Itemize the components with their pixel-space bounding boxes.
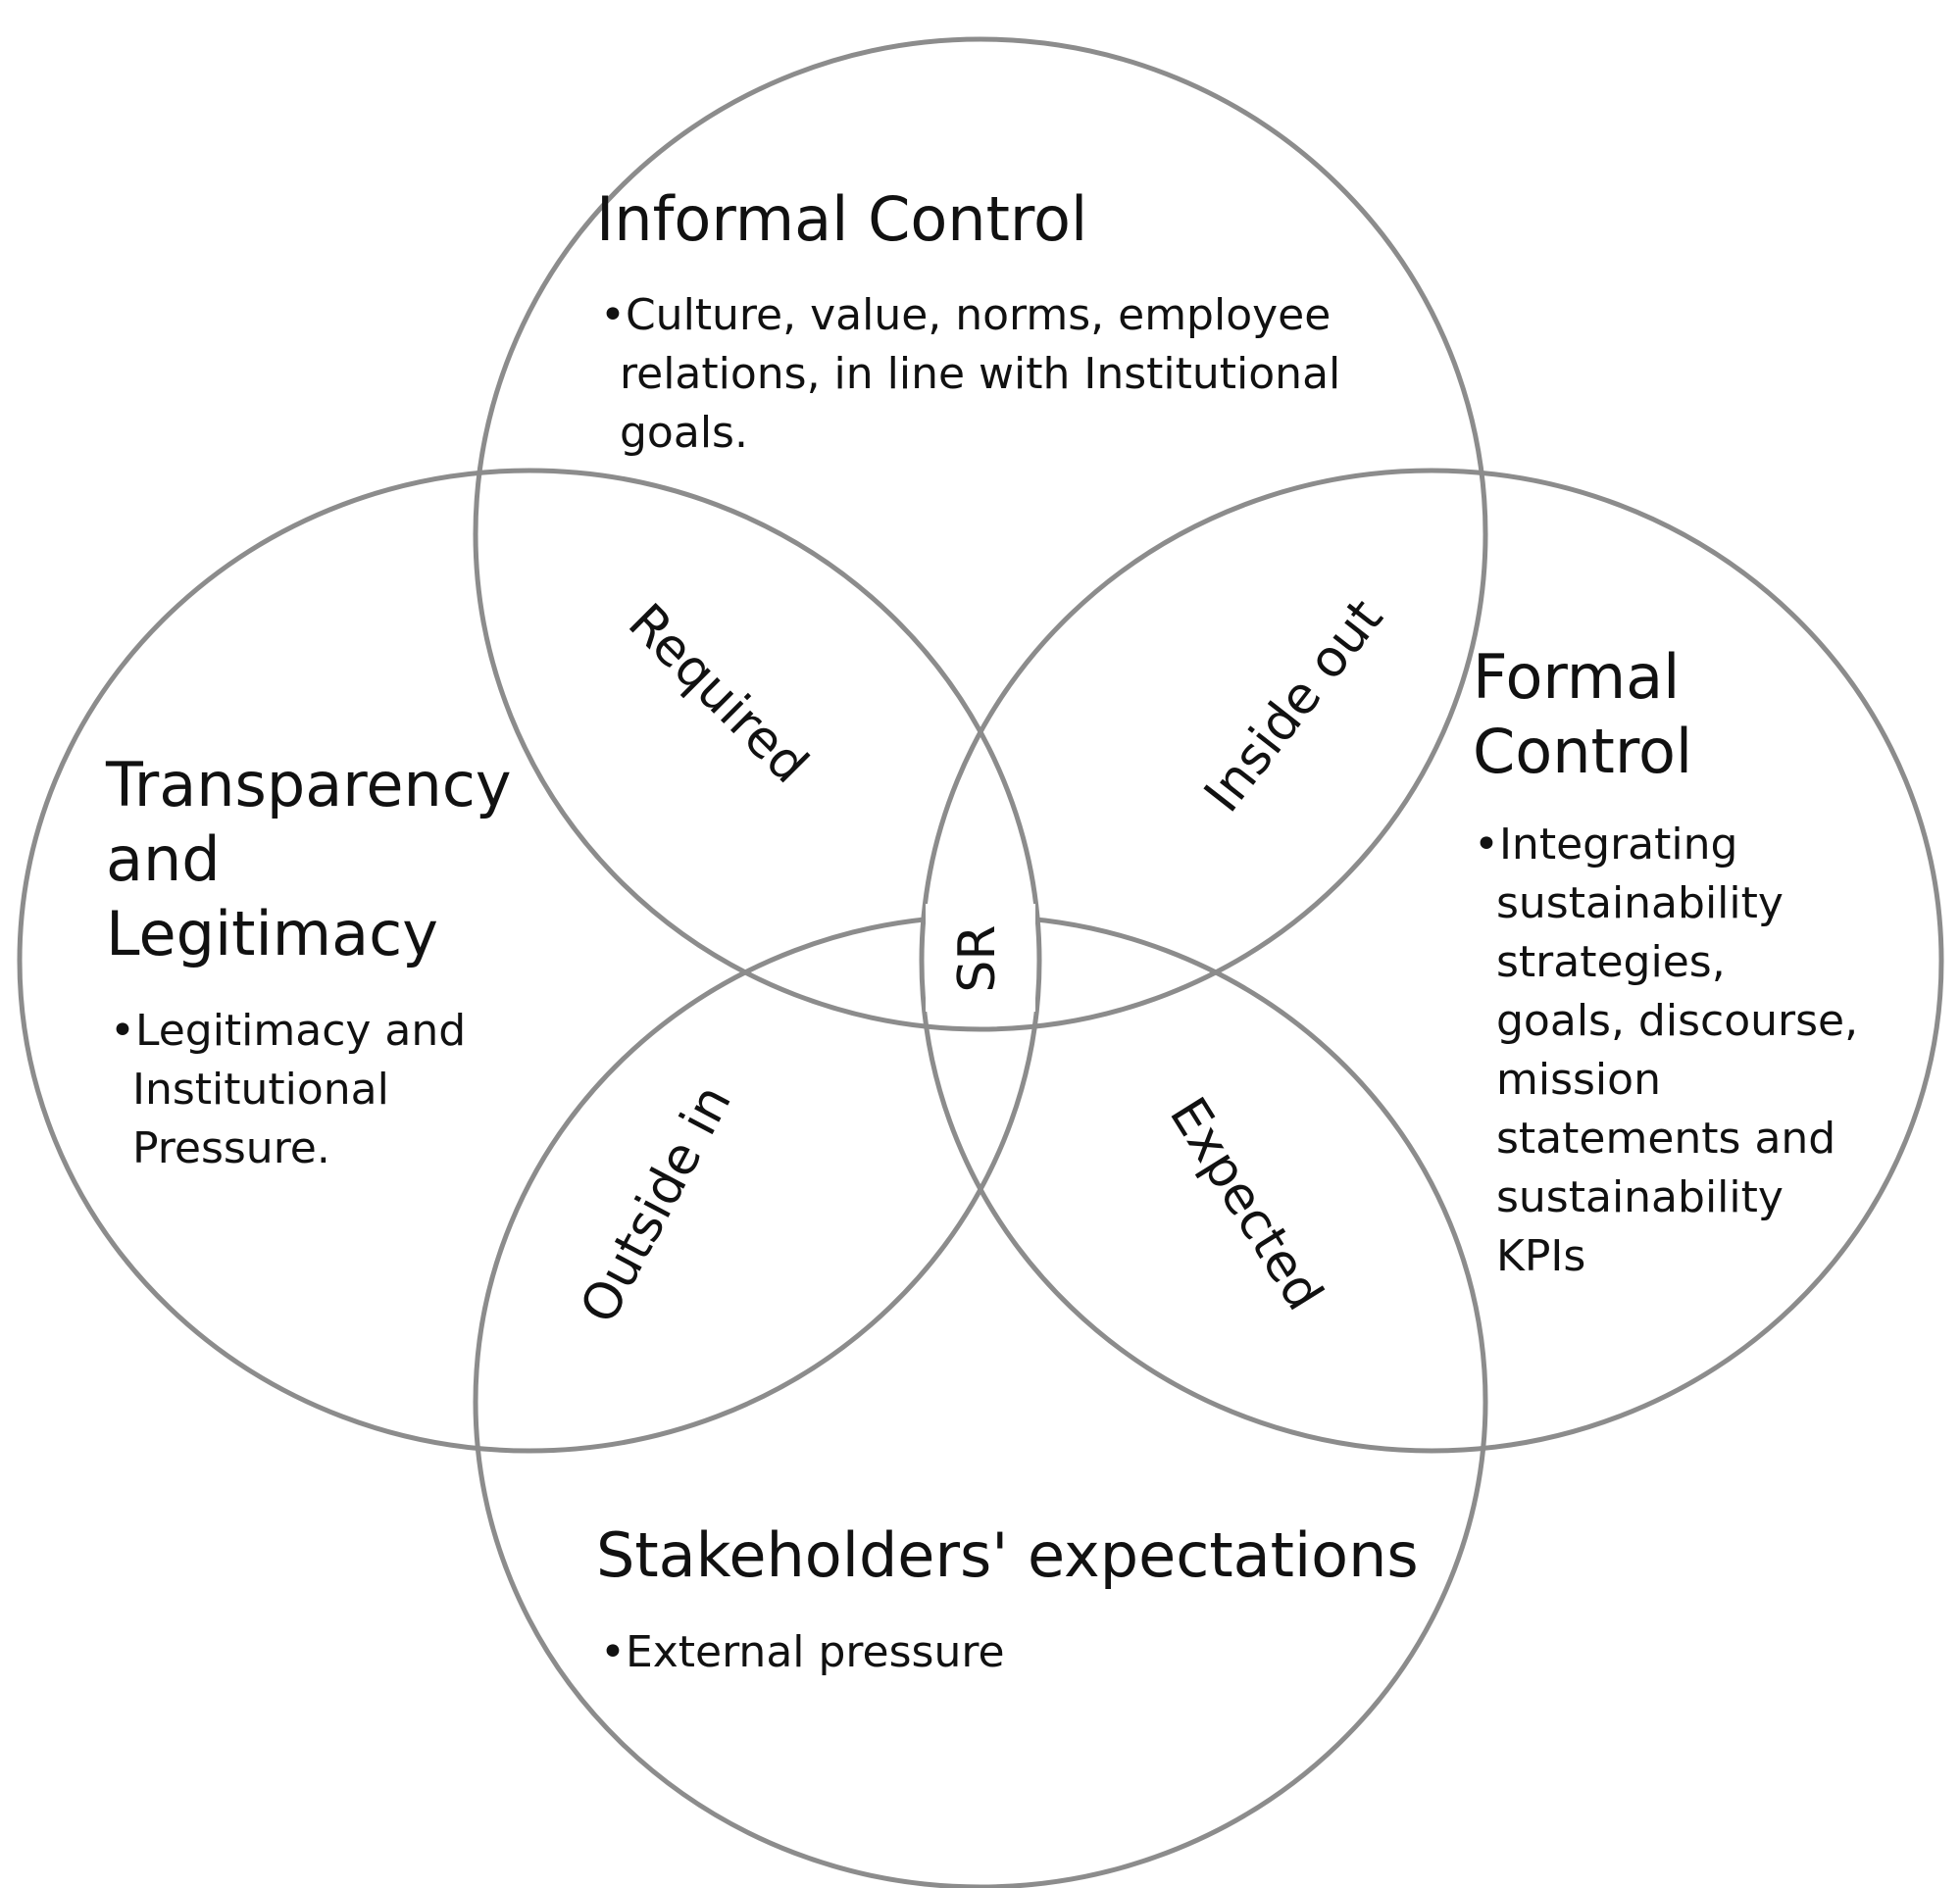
- transparency-bullet-1: •Legitimacy and: [110, 1006, 466, 1056]
- informal-control-bullet-2: relations, in line with Institutional: [620, 349, 1340, 399]
- informal-control-bullet-1: •Culture, value, norms, employee: [600, 290, 1331, 340]
- stakeholders-title: Stakeholders' expectations: [596, 1519, 1419, 1591]
- circle-stakeholders-expectations: [473, 914, 1488, 1888]
- formal-control-bullet-4: goals, discourse,: [1496, 996, 1858, 1046]
- formal-control-bullet-6: statements and: [1496, 1114, 1835, 1164]
- formal-control-bullet-7: sustainability: [1496, 1172, 1784, 1222]
- circle-formal-control: [919, 468, 1944, 1454]
- transparency-title-line-1: Transparency: [105, 749, 512, 820]
- formal-control-title-line-1: Formal: [1473, 641, 1680, 713]
- overlap-label-expected: Expected: [1158, 1088, 1333, 1321]
- transparency-title-line-2: and: [106, 823, 221, 895]
- overlap-label-inside-out: Inside out: [1193, 589, 1394, 823]
- formal-control-bullet-1: •Integrating: [1474, 820, 1737, 869]
- formal-control-bullet-3: strategies,: [1496, 937, 1726, 987]
- formal-control-title-line-2: Control: [1473, 716, 1692, 787]
- informal-control-bullet-3: goals.: [620, 408, 748, 458]
- transparency-title-line-3: Legitimacy: [106, 898, 438, 969]
- formal-control-bullet-8: KPIs: [1496, 1231, 1585, 1281]
- circle-informal-control: [473, 36, 1488, 1032]
- center-box: [926, 904, 1035, 1012]
- stakeholders-bullet-1: •External pressure: [600, 1627, 1005, 1677]
- formal-control-bullet-2: sustainability: [1496, 878, 1784, 928]
- center-label-sr: SR: [948, 924, 1007, 992]
- informal-control-title: Informal Control: [596, 183, 1087, 255]
- formal-control-bullet-5: mission: [1496, 1055, 1661, 1105]
- circle-transparency-legitimacy: [17, 468, 1042, 1454]
- transparency-bullet-2: Institutional: [132, 1065, 389, 1115]
- transparency-bullet-3: Pressure.: [132, 1123, 330, 1173]
- overlap-label-outside-in: Outside in: [570, 1076, 743, 1333]
- overlap-label-required: Required: [617, 593, 819, 795]
